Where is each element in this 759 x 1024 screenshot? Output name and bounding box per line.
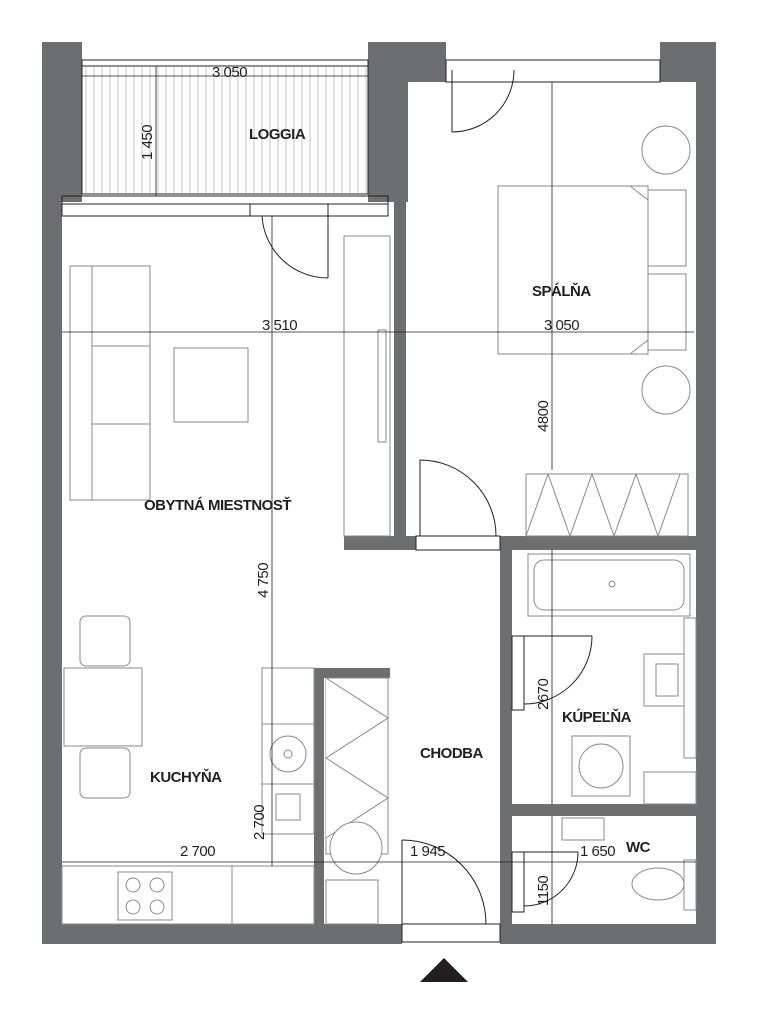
dimension-lines	[62, 66, 696, 924]
loggia-decking	[85, 66, 367, 194]
nightstand-lamp-top	[641, 125, 691, 175]
dim-kitchen-depth: 2 700	[251, 805, 268, 840]
cooktop	[117, 871, 173, 921]
loggia-floor	[81, 65, 369, 195]
wall-bath-wc	[500, 804, 716, 816]
door-bedroom-balcony[interactable]	[451, 69, 515, 133]
bedroom-window-strip	[445, 59, 661, 83]
pillow-bottom	[647, 273, 687, 351]
room-label-kupelna: KÚPEĽŇA	[562, 708, 632, 726]
dim-wc-depth: 1150	[535, 876, 552, 906]
wall-hall-wc	[500, 816, 512, 928]
loggia-wall-left	[42, 42, 82, 202]
wc-sink	[561, 817, 605, 841]
toilet-bowl	[631, 867, 685, 901]
outer-walls	[42, 42, 716, 944]
nightstand-lamp-bottom	[641, 365, 691, 415]
wall-bottom-right	[500, 924, 716, 944]
wall-bedroom-bath	[500, 536, 716, 550]
wall-kitchen-hall	[314, 668, 324, 926]
hall-boiler	[329, 821, 383, 875]
living-furniture	[69, 235, 391, 537]
dim-wc-width: 1 650	[580, 843, 615, 860]
chair-bottom	[79, 747, 131, 799]
loggia-window-strip	[61, 195, 389, 205]
door-bathroom[interactable]	[511, 635, 593, 711]
room-label-kuchyna: KUCHYŇA	[150, 768, 222, 786]
wall-top-bedroom-right	[660, 42, 716, 82]
dim-bedroom-length: 4800	[535, 400, 552, 432]
dim-loggia-width: 3 050	[212, 64, 247, 81]
dim-hall-width: 1 945	[410, 843, 445, 860]
room-labels: LOGGIA SPÁLŇA OBYTNÁ MIESTNOSŤ KUCHYŇA C…	[144, 126, 651, 856]
pillow-top	[647, 189, 687, 267]
chair-top	[79, 615, 131, 667]
wall-hall-bath	[500, 550, 512, 812]
dim-loggia-depth: 1 450	[139, 125, 156, 160]
dining-table	[63, 667, 143, 747]
entrance-arrow-icon	[420, 958, 468, 982]
wall-left	[42, 202, 62, 944]
wall-kitchen-hall-top	[314, 668, 390, 678]
toilet-tank	[683, 859, 697, 911]
room-label-obytna: OBYTNÁ MIESTNOSŤ	[144, 496, 291, 514]
dim-kitchen-width: 2 700	[180, 843, 215, 860]
room-label-wc: WC	[626, 839, 651, 856]
dim-living-width: 3 510	[262, 317, 297, 334]
shoe-cabinet	[325, 879, 379, 925]
wall-living-bedroom	[394, 82, 406, 536]
wall-right	[696, 82, 716, 944]
coffee-table	[173, 347, 249, 423]
wc-fixtures	[561, 817, 697, 911]
interior-walls	[314, 82, 716, 928]
wall-bottom-mid	[314, 924, 402, 944]
kitchen-counter	[61, 865, 315, 925]
door-entrance[interactable]	[401, 839, 501, 943]
dining-set	[63, 615, 143, 799]
fridge	[261, 667, 315, 725]
bath-shelf	[683, 617, 697, 759]
room-label-chodba: CHODBA	[420, 745, 483, 762]
room-label-spalna: SPÁLŇA	[532, 282, 591, 300]
tv	[377, 329, 387, 443]
wall-bottom-left	[42, 924, 314, 944]
wall-bedroom-hall	[344, 536, 416, 550]
hall-storage	[325, 677, 389, 925]
living-window-strip	[61, 203, 389, 217]
room-label-loggia: LOGGIA	[249, 126, 306, 143]
wall-top-bedroom-left	[408, 42, 446, 82]
door-loggia[interactable]	[249, 203, 329, 279]
dim-living-length: 4 750	[255, 563, 272, 598]
dim-bedroom-width: 3 050	[544, 317, 579, 334]
kitchen	[61, 667, 315, 925]
dimension-labels: 3 050 1 450 3 510 3 050 4800 4 750 2 700…	[139, 64, 616, 906]
bedroom-furniture	[497, 125, 691, 538]
bathroom-fixtures	[527, 553, 697, 805]
dim-bath-depth: 2670	[535, 678, 552, 710]
bath-cabinet	[643, 771, 697, 805]
door-bedroom[interactable]	[415, 459, 501, 551]
